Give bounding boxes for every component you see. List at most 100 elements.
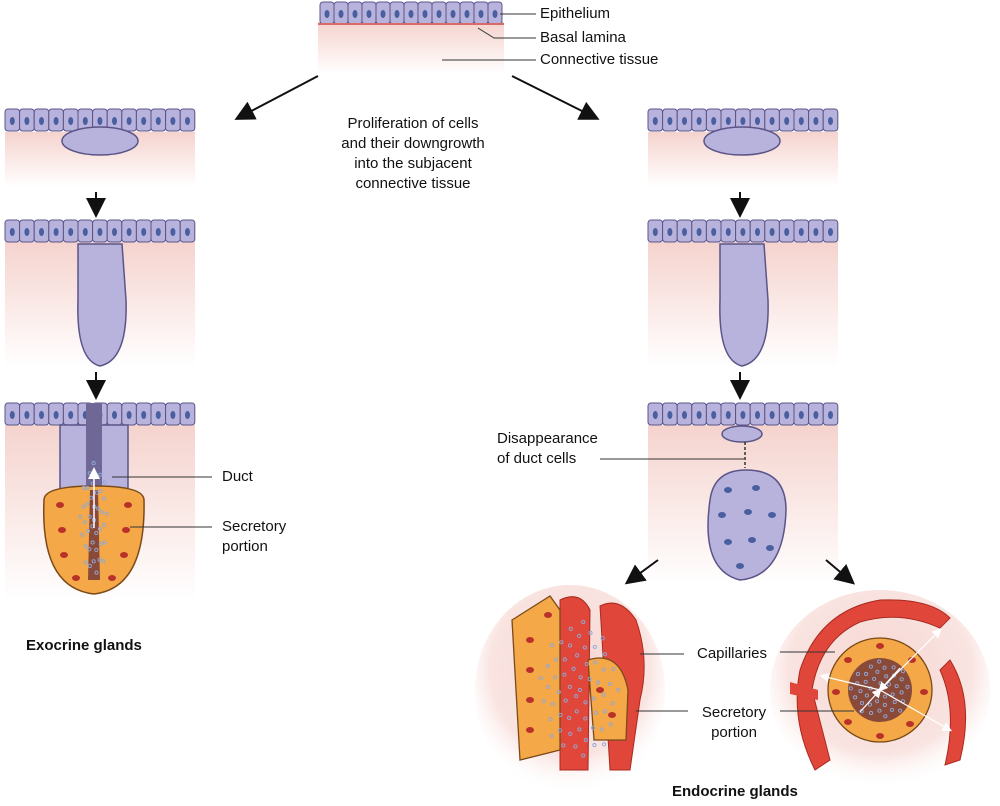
secretory-granule — [853, 695, 858, 700]
nucleus — [9, 117, 15, 125]
secretory-granule — [899, 690, 904, 695]
secretory-granule — [607, 681, 612, 686]
secretory-granule — [562, 657, 567, 662]
nucleus — [126, 228, 132, 236]
secretory-granule — [553, 657, 559, 662]
secretory-granule — [546, 684, 551, 689]
nucleus — [185, 411, 190, 419]
secretory-granule — [869, 710, 874, 716]
nucleus — [68, 411, 74, 419]
nucleus — [596, 687, 604, 693]
label-duct: Duct — [222, 468, 253, 485]
connective-tissue — [318, 22, 504, 74]
nucleus — [112, 117, 117, 125]
epithelium-cells — [319, 1, 503, 25]
nucleus — [740, 117, 746, 125]
nucleus — [667, 117, 673, 125]
nucleus — [122, 527, 130, 533]
nucleus — [155, 228, 161, 236]
arrow-to-exocrine — [234, 75, 319, 120]
nucleus — [97, 117, 103, 125]
secretory-granule — [91, 559, 96, 564]
secretory-granule — [616, 687, 621, 692]
label-exocrine-glands: Exocrine glands — [26, 637, 142, 654]
secretory-granule — [608, 722, 613, 727]
nucleus — [53, 117, 59, 125]
nucleus — [740, 228, 746, 236]
nucleus — [920, 689, 928, 695]
secretory-granule — [574, 694, 579, 699]
secretory-granule — [83, 560, 88, 565]
secretory-granule — [868, 664, 873, 669]
capillary — [559, 596, 591, 771]
stage-bud-left — [4, 108, 196, 187]
epithelium-cells — [4, 219, 196, 243]
label-proliferation: Proliferation of cells and their downgro… — [318, 114, 508, 194]
nucleus — [724, 539, 732, 545]
cluster-nuclei — [718, 485, 776, 569]
secretion-arrow — [878, 667, 901, 692]
capillary-branch — [790, 682, 818, 700]
nucleus — [755, 117, 760, 125]
label-line: into the subjacent — [354, 155, 472, 172]
nucleus — [436, 10, 442, 18]
duct-remnant — [721, 425, 763, 443]
secretory-granule — [593, 660, 598, 665]
nucleus — [755, 411, 760, 419]
nucleus — [667, 411, 673, 419]
secretory-granule — [855, 671, 860, 677]
nucleus — [366, 10, 372, 18]
label-line: connective tissue — [355, 175, 471, 192]
nucleus — [24, 411, 30, 419]
nucleus — [53, 228, 59, 236]
label-secretory-portion-endocrine: Secretory portion — [690, 703, 778, 743]
cell-bud — [703, 126, 781, 156]
nucleus — [464, 10, 470, 18]
secretory-granule — [882, 694, 888, 699]
nucleus — [492, 10, 498, 18]
nucleus — [748, 537, 756, 543]
nucleus — [769, 117, 775, 125]
secretory-granule — [591, 725, 596, 730]
secretory-granule — [892, 699, 897, 705]
secretory-granule — [94, 530, 99, 536]
secretory-granule — [874, 699, 880, 704]
nucleus — [744, 509, 752, 515]
secretory-granule — [571, 666, 576, 671]
secretory-granule — [549, 733, 554, 738]
nucleus — [696, 117, 702, 125]
secretory-cord — [587, 657, 629, 741]
nucleus — [828, 411, 833, 419]
nucleus — [72, 575, 80, 581]
nucleus — [711, 411, 717, 419]
secretory-granule — [882, 665, 887, 670]
secretory-granule — [575, 653, 580, 658]
nucleus — [769, 411, 775, 419]
secretory-granule — [83, 544, 88, 549]
secretory-granule — [601, 692, 606, 697]
secretory-granule — [561, 743, 566, 748]
secretory-granule — [591, 696, 596, 701]
nucleus — [58, 527, 66, 533]
secretory-granule — [596, 680, 601, 685]
secretory-granule — [578, 675, 583, 680]
secretory-granule — [538, 676, 543, 681]
capillary — [796, 599, 951, 771]
cell-cord — [77, 243, 127, 367]
arrow-to-follicle — [825, 559, 856, 585]
label-line: Disappearance — [497, 430, 598, 447]
secretory-granule — [96, 506, 101, 511]
exocrine-gland — [4, 402, 196, 600]
secretory-granule — [583, 738, 588, 743]
secretory-granule — [600, 636, 605, 641]
secretory-granule — [592, 743, 597, 748]
nucleus — [526, 667, 534, 673]
secretory-granule — [577, 687, 583, 693]
secretory-granule — [573, 744, 578, 749]
secretory-granule — [890, 692, 895, 697]
nucleus — [755, 228, 760, 236]
nucleus — [828, 228, 833, 236]
label-capillaries: Capillaries — [697, 645, 768, 662]
nucleus — [126, 411, 132, 419]
